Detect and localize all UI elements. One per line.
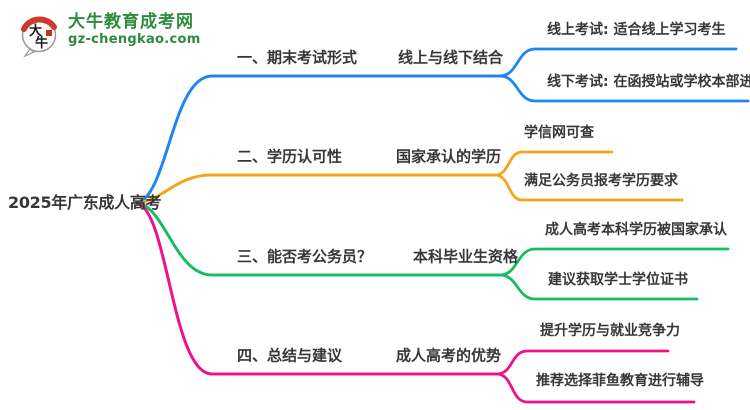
- site-name: 大牛教育成考网: [68, 12, 194, 32]
- leaf-label: 线上考试: 适合线上学习考生: [547, 22, 726, 38]
- root-node: 2025年广东成人高考: [8, 193, 162, 212]
- branch-topic: 三、能否考公务员？: [237, 247, 373, 266]
- branch-topic: 一、期末考试形式: [237, 48, 358, 67]
- branch-topic: 二、学历认可性: [237, 147, 343, 166]
- svg-text:牛: 牛: [35, 35, 48, 51]
- leaf-label: 推荐选择菲鱼教育进行辅导: [536, 373, 704, 389]
- branch-topic: 四、总结与建议: [237, 346, 343, 365]
- branch-subtopic: 线上与线下结合: [398, 48, 504, 67]
- svg-text:大: 大: [29, 23, 42, 39]
- leaf-label: 满足公务员报考学历要求: [524, 173, 678, 189]
- branch-line: [135, 173, 684, 205]
- leaf-label: 学信网可查: [524, 125, 594, 141]
- leaf-label: 建议获取学士学位证书: [548, 272, 688, 288]
- logo-badge-icon: 大 牛: [21, 16, 57, 58]
- branch-line: [135, 74, 750, 205]
- site-url: gz-chengkao.com: [68, 32, 201, 48]
- site-logo: 大 牛 大牛教育成考网 gz-chengkao.com: [16, 8, 201, 58]
- leaf-label: 提升学历与就业竞争力: [540, 323, 680, 339]
- leaf-label: 线下考试: 在函授站或学校本部进行: [547, 74, 750, 90]
- logo-text: 大牛教育成考网 gz-chengkao.com: [68, 8, 201, 49]
- branch-subtopic: 本科毕业生资格: [413, 247, 519, 266]
- branch-line: [135, 201, 699, 301]
- branch-line: [135, 201, 696, 404]
- branch-subtopic: 成人高考的优势: [396, 346, 502, 365]
- leaf-label: 成人高考本科学历被国家承认: [545, 222, 727, 238]
- branch-subtopic: 国家承认的学历: [396, 147, 502, 166]
